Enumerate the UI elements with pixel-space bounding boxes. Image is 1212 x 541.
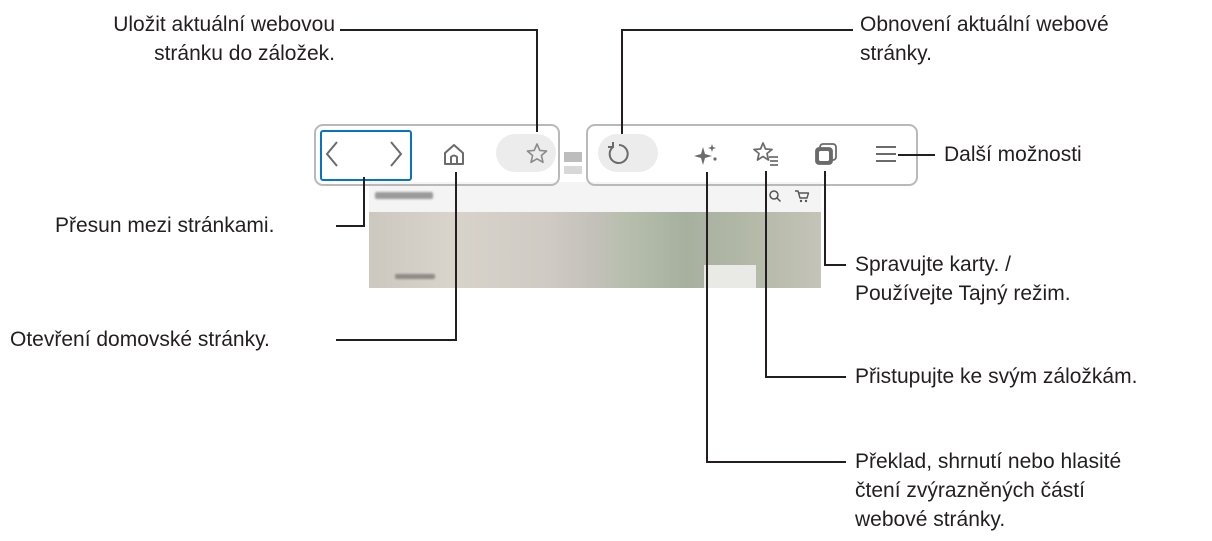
callout-navigate: Přesun mezi stránkami. xyxy=(55,214,275,237)
webpage-hero-caption xyxy=(395,274,435,279)
callout-ai-tools: Překlad, shrnutí nebo hlasité čtení zvýr… xyxy=(855,450,1122,531)
webpage-logo-placeholder xyxy=(375,192,433,199)
hamburger-icon[interactable] xyxy=(874,144,898,164)
star-icon[interactable] xyxy=(525,142,549,165)
tabs-icon[interactable] xyxy=(813,142,839,166)
chevron-right-icon[interactable] xyxy=(386,138,406,170)
callout-tabs: Spravujte karty. / Používejte Tajný reži… xyxy=(855,253,1071,305)
address-bar-fragment xyxy=(564,152,582,162)
chevron-left-icon[interactable] xyxy=(322,138,342,170)
add-bookmark-button[interactable] xyxy=(496,134,556,172)
webpage-preview xyxy=(369,182,821,288)
callout-more: Další možnosti xyxy=(944,143,1082,166)
sparkle-icon[interactable] xyxy=(693,143,719,167)
callout-bookmarks: Přistupujte ke svým záložkám. xyxy=(855,365,1138,388)
callout-home: Otevření domovské stránky. xyxy=(10,328,270,351)
leader-bookmark-save xyxy=(340,29,538,132)
address-bar-fragment xyxy=(564,166,582,174)
callout-refresh: Obnovení aktuální webové stránky. xyxy=(860,13,1109,65)
search-icon xyxy=(769,190,782,203)
home-icon[interactable] xyxy=(442,143,466,165)
star-list-icon[interactable] xyxy=(752,141,780,167)
cart-icon xyxy=(795,190,810,203)
webpage-hero-shelf xyxy=(704,265,756,288)
leader-refresh xyxy=(621,29,853,134)
refresh-icon[interactable] xyxy=(605,141,631,167)
callout-bookmark-save: Uložit aktuální webovou stránku do zálož… xyxy=(113,13,335,65)
